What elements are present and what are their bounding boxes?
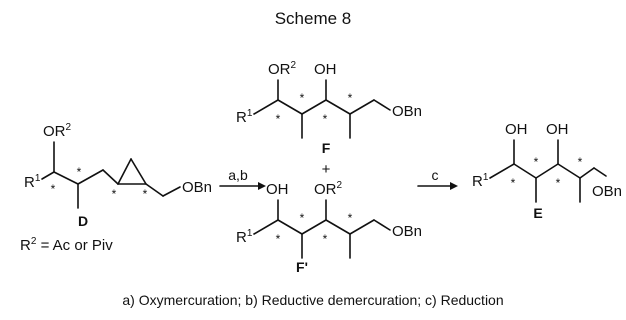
compound-f-label: F — [322, 140, 331, 156]
reaction-arrow-c: c — [417, 167, 458, 190]
svg-text:*: * — [276, 112, 281, 126]
svg-text:*: * — [556, 176, 561, 190]
compound-f-structure: R1 OR2 OH OBn * * * * F — [236, 60, 422, 156]
scheme-title: Scheme 8 — [275, 9, 352, 28]
d-r-label: R1 — [24, 173, 41, 191]
f-obn-label: OBn — [392, 103, 422, 120]
compound-f-prime-label: F' — [296, 259, 308, 275]
conditions-c: c — [432, 167, 439, 183]
e-r-label: R1 — [472, 172, 489, 190]
svg-text:*: * — [143, 187, 148, 201]
compound-d-structure: R1 OR2 OBn * * * * D — [24, 122, 212, 229]
f-or-label: OR2 — [268, 60, 297, 78]
compound-e-structure: R1 OH OH OBn * * * * E — [472, 121, 622, 221]
d-obn-label: OBn — [182, 179, 212, 196]
e-oh-2-label: OH — [546, 121, 569, 138]
f-oh-label: OH — [314, 61, 337, 78]
reaction-arrow-ab: a,b — [219, 167, 266, 190]
reagent-footnote: a) Oxymercuration; b) Reductive demercur… — [122, 292, 503, 308]
svg-text:*: * — [51, 182, 56, 196]
svg-text:*: * — [348, 91, 353, 105]
fp-or-label: OR2 — [314, 180, 343, 198]
compound-e-label: E — [533, 205, 542, 221]
svg-text:*: * — [578, 155, 583, 169]
svg-text:*: * — [276, 232, 281, 246]
compound-f-prime-structure: R1 OH OR2 OBn * * * * F' — [236, 180, 422, 275]
fp-r-label: R1 — [236, 228, 253, 246]
svg-text:*: * — [77, 165, 82, 179]
d-or-label: OR2 — [43, 122, 72, 140]
svg-text:*: * — [348, 211, 353, 225]
plus-sign: + — [322, 161, 331, 178]
svg-text:*: * — [300, 91, 305, 105]
svg-text:*: * — [323, 112, 328, 126]
fp-oh-label: OH — [266, 181, 289, 198]
svg-text:*: * — [112, 187, 117, 201]
f-r-label: R1 — [236, 108, 253, 126]
e-obn-label: OBn — [592, 183, 622, 200]
fp-obn-label: OBn — [392, 223, 422, 240]
svg-text:*: * — [323, 232, 328, 246]
svg-text:*: * — [534, 155, 539, 169]
r2-definition: R2 = Ac or Piv — [20, 236, 113, 254]
svg-text:*: * — [300, 211, 305, 225]
e-oh-1-label: OH — [505, 121, 528, 138]
svg-text:*: * — [511, 176, 516, 190]
conditions-ab: a,b — [228, 167, 248, 183]
compound-d-label: D — [78, 213, 88, 229]
